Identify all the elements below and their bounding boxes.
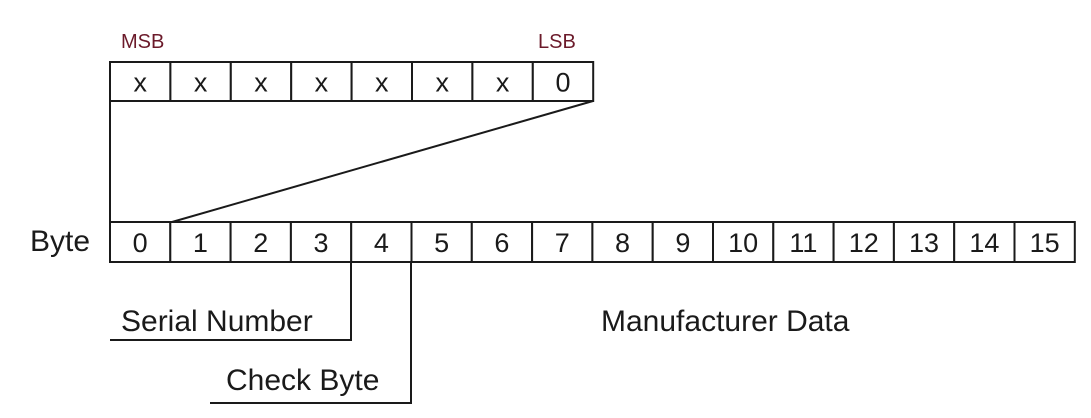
manufacturer-data-label: Manufacturer Data [601,305,850,338]
byte-cell: 4 [350,221,413,263]
byte-cell-value: 12 [849,228,879,258]
bit-cell-box [531,61,595,102]
byte-cell-value: 4 [374,228,389,258]
bit-cell: x [109,61,172,102]
byte-cell-box [470,221,534,263]
byte-cell: 11 [772,221,835,263]
byte-cell-value: 0 [133,228,148,258]
bit-cell-box [471,61,534,102]
expansion-line-right [171,100,594,223]
bit-cell-box [411,61,474,102]
serial-number-leader [110,262,352,341]
byte-cell-value: 8 [615,228,630,258]
bit-cell: x [169,61,232,102]
check-byte-leader [210,262,412,404]
byte-cell-value: 7 [555,228,570,258]
byte-cell-value: 6 [494,228,509,258]
byte-cell-value: 13 [909,228,939,258]
byte-cell: 7 [531,221,594,263]
byte-cell-value: 3 [314,228,329,258]
byte-cell-box [169,221,232,263]
byte-cell-value: 10 [728,228,758,258]
bit-row: x x x x x x x 0 [109,61,595,102]
bit-cell: x [350,61,414,102]
byte-cell-box [832,221,895,263]
bit-cell-box [169,61,232,102]
bit-cell-value: x [254,68,268,98]
byte-cell-box [712,221,775,263]
bit-cell: 0 [531,61,595,102]
byte-cell: 2 [229,221,292,263]
byte-cell-value: 2 [253,228,268,258]
byte-cell: 14 [953,221,1016,263]
bit-cell-value: x [375,68,389,98]
byte-cell-box [229,221,292,263]
bit-cell-box [229,61,293,102]
byte-cell: 6 [470,221,534,263]
bit-cell-value: x [496,68,510,98]
byte-cell-value: 9 [675,228,690,258]
byte-cell-value: 15 [1030,228,1060,258]
bit-cell: x [411,61,474,102]
msb-label: MSB [121,31,164,53]
byte-row-label: Byte [30,225,90,258]
byte-cell-box [1013,221,1076,263]
byte-cell: 15 [1013,221,1076,263]
bit-cell-box [109,61,172,102]
byte-cell: 8 [591,221,654,263]
byte-cell-value: 14 [969,228,999,258]
bit-cell: x [471,61,534,102]
check-byte-label: Check Byte [226,364,379,397]
bit-cell-value: x [435,68,449,98]
byte-cell-box [531,221,594,263]
byte-cell: 10 [712,221,775,263]
bit-cell-box [350,61,414,102]
byte-cell: 1 [169,221,232,263]
byte-cell: 13 [892,221,956,263]
byte-cell-box [591,221,654,263]
byte-cell-box [410,221,473,263]
byte-cell-box [772,221,835,263]
bit-cell: x [290,61,353,102]
byte-cell-box [953,221,1016,263]
lsb-label: LSB [538,31,576,53]
byte-cell: 12 [832,221,895,263]
byte-cell-box [109,221,172,263]
bit-cell-value: x [315,68,329,98]
serial-number-label: Serial Number [121,305,313,338]
bit-cell-value: 0 [555,68,570,98]
byte-cell: 3 [289,221,353,263]
byte-cell-value: 5 [434,228,449,258]
bit-cell-value: x [194,68,208,98]
byte-cell: 0 [109,221,172,263]
byte-cell: 5 [410,221,473,263]
byte-cell-box [651,221,715,263]
byte-cell-value: 1 [193,228,208,258]
bit-cell-value: x [133,68,147,98]
bit-cell: x [229,61,293,102]
byte-cell-value: 11 [789,228,817,258]
byte-cell: 9 [651,221,715,263]
